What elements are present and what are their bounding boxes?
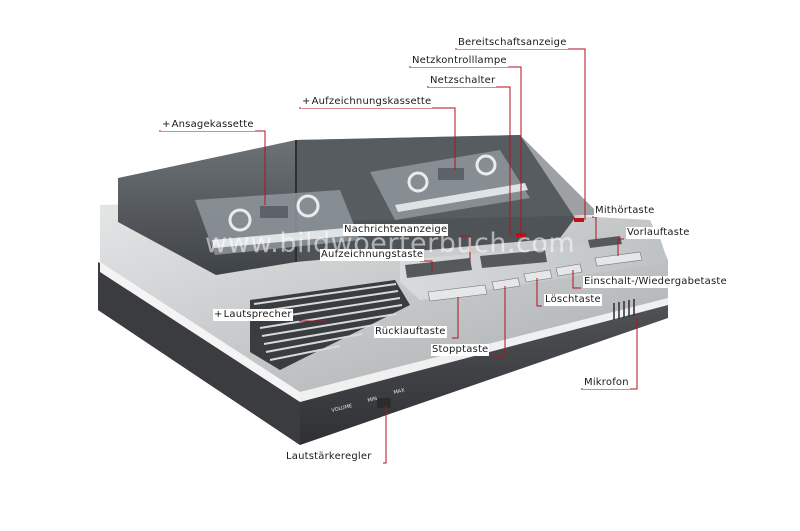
right-cassette-window xyxy=(370,150,530,220)
leader-stopptaste xyxy=(492,286,506,357)
label-aufzeichnungskassette[interactable]: +Aufzeichnungskassette xyxy=(301,96,433,108)
label-mikrofon: Mikrofon xyxy=(583,377,630,389)
left-cassette-window xyxy=(195,190,360,255)
leader-bereitschaftsanzeige xyxy=(455,48,586,220)
leader-aufzeichnungstaste xyxy=(420,260,433,272)
leader-ruecklauftaste xyxy=(452,297,459,339)
min-label: MIN xyxy=(367,396,378,404)
leader-vorlauftaste xyxy=(617,238,624,256)
label-stopptaste: Stopptaste xyxy=(431,344,490,356)
label-lautsprecher[interactable]: +Lautsprecher xyxy=(213,309,293,321)
leader-ansagekassette xyxy=(159,130,266,205)
label-mithoertaste: Mithörtaste xyxy=(594,205,656,217)
microphone-grille xyxy=(613,299,635,320)
leader-lines xyxy=(159,48,638,464)
leader-mithoertaste xyxy=(592,216,597,240)
speaker-grille xyxy=(250,280,410,370)
label-aufzeichnungstaste: Aufzeichnungstaste xyxy=(320,249,425,261)
label-bereitschaftsanzeige: Bereitschaftsanzeige xyxy=(457,37,568,49)
label-ruecklauftaste: Rücklauftaste xyxy=(374,326,447,338)
leader-loeschtaste xyxy=(536,278,542,307)
label-netzschalter: Netzschalter xyxy=(429,75,497,87)
leader-nachrichtenanzeige xyxy=(460,235,471,262)
max-label: MAX xyxy=(393,387,406,396)
label-loeschtaste: Löschtaste xyxy=(544,294,602,306)
leader-netzschalter xyxy=(427,86,511,235)
label-vorlauftaste: Vorlauftaste xyxy=(626,227,691,239)
label-lautstaerkeregler: Lautstärkeregler xyxy=(285,451,373,463)
label-einschalt-wiedergabetaste: Einschalt-/Wiedergabetaste xyxy=(583,276,728,288)
label-netzkontrolllampe: Netzkontrolllampe xyxy=(411,55,508,67)
leader-lautstaerkeregler xyxy=(383,406,387,464)
label-ansagekassette[interactable]: +Ansagekassette xyxy=(161,119,255,131)
leader-netzkontrolllampe xyxy=(409,66,522,235)
leader-aufzeichnungskassette xyxy=(299,107,456,170)
leader-einschalt-wiedergabetaste xyxy=(572,270,581,289)
volume-label: VOLUME xyxy=(331,403,353,414)
leader-mikrofon xyxy=(581,318,638,390)
label-nachrichtenanzeige: Nachrichtenanzeige xyxy=(343,224,449,236)
volume-slider: VOLUME MIN MAX xyxy=(331,387,406,414)
